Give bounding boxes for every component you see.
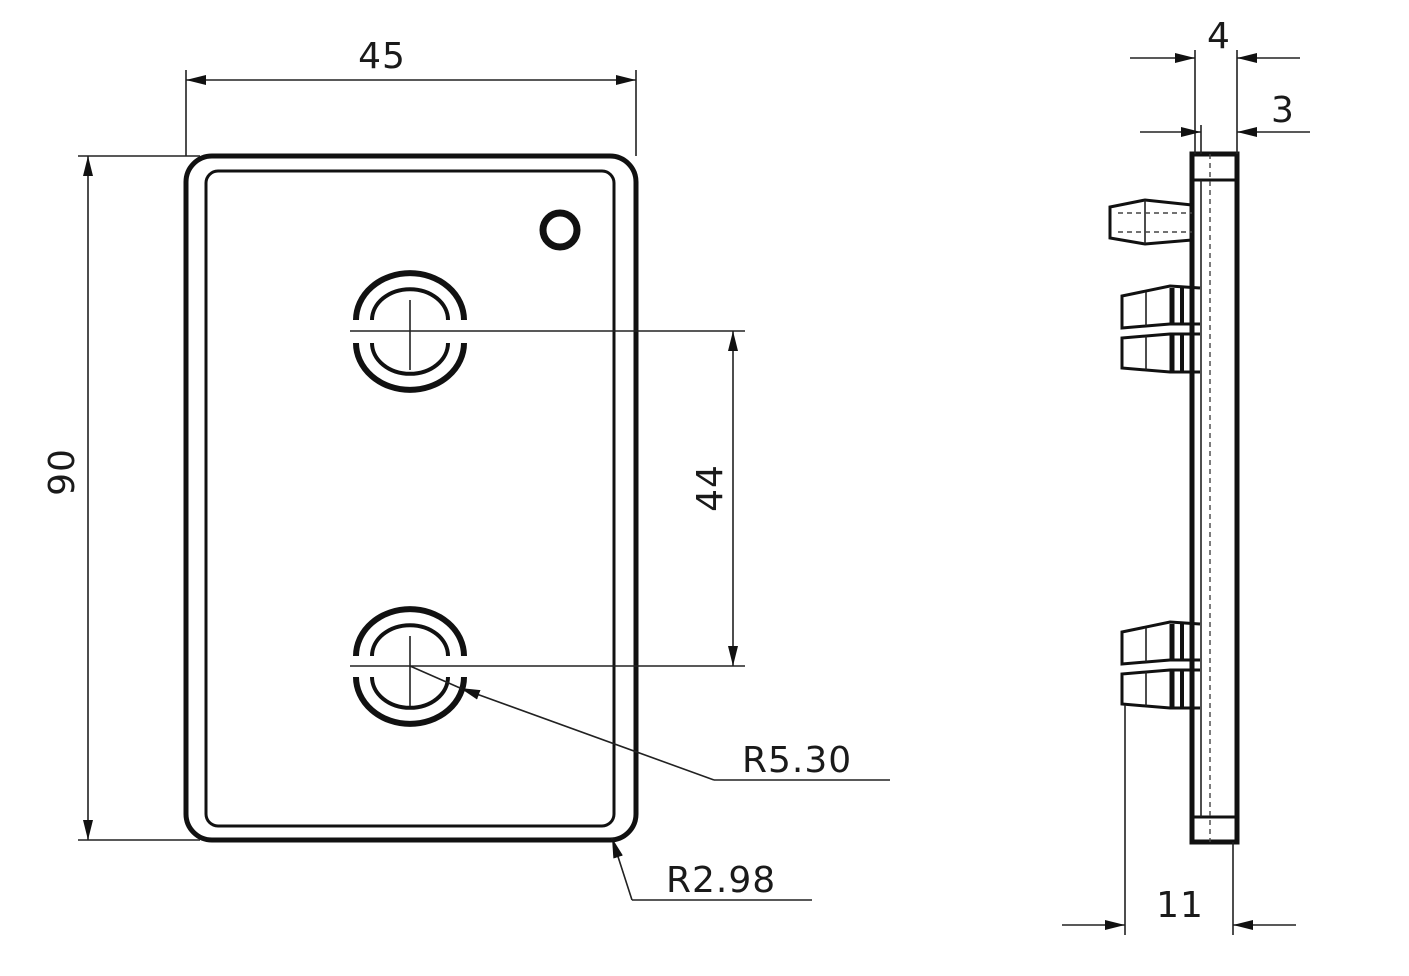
hole-radius-callout: R5.30 bbox=[409, 665, 890, 781]
side-total-dimension: 4 bbox=[1130, 16, 1300, 154]
hole-spacing-label: 44 bbox=[690, 464, 731, 512]
side-view: 4 3 11 bbox=[1062, 16, 1310, 935]
hole-radius-label: R5.30 bbox=[742, 740, 852, 781]
height-dimension-label: 90 bbox=[42, 448, 83, 496]
side-total-label: 4 bbox=[1207, 16, 1231, 57]
plate-inner-outline bbox=[204, 169, 616, 828]
plate-outer-outline bbox=[183, 153, 639, 843]
width-dimension: 45 bbox=[185, 36, 637, 156]
front-view: 45 90 44 R5.30 R2.98 bbox=[42, 36, 890, 901]
upper-clip-legs bbox=[1120, 284, 1201, 374]
side-depth-dimension: 11 bbox=[1062, 705, 1296, 935]
hole-spacing-dimension: 44 bbox=[470, 330, 745, 667]
lower-clip-hole bbox=[350, 606, 470, 727]
side-pin bbox=[1108, 198, 1193, 246]
height-dimension: 90 bbox=[42, 155, 200, 841]
lower-clip-legs bbox=[1120, 620, 1201, 710]
side-plate bbox=[1189, 151, 1240, 845]
side-plate-label: 3 bbox=[1271, 90, 1295, 131]
side-plate-dimension: 3 bbox=[1140, 90, 1310, 154]
width-dimension-label: 45 bbox=[358, 36, 406, 77]
side-depth-label: 11 bbox=[1156, 885, 1204, 926]
corner-radius-label: R2.98 bbox=[666, 860, 776, 901]
pin-hole bbox=[539, 209, 581, 251]
corner-radius-callout: R2.98 bbox=[611, 837, 812, 901]
upper-clip-hole bbox=[350, 270, 470, 393]
